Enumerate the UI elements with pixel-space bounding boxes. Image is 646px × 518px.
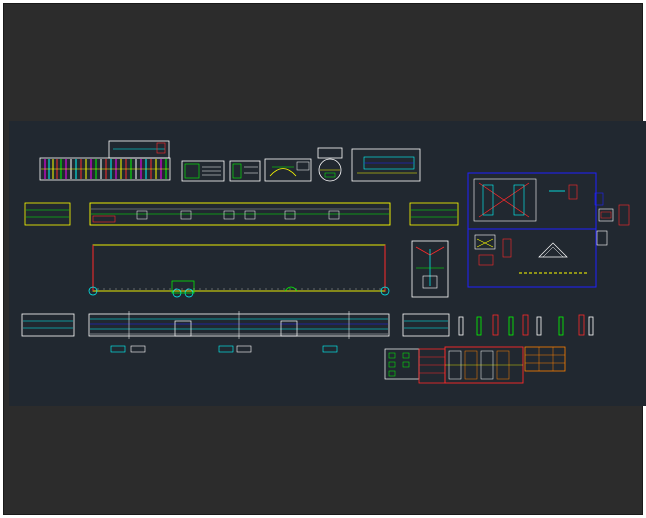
sheet-section-detail[interactable] — [411, 240, 449, 298]
drawing-viewport[interactable] — [9, 121, 646, 406]
sheet-floor-plan[interactable] — [88, 244, 390, 298]
sheet-legend-2[interactable] — [229, 160, 261, 182]
sheet-detail-arch[interactable] — [264, 158, 312, 182]
sheet-door-schedule[interactable] — [384, 346, 566, 384]
sheet-roof-plan[interactable] — [24, 202, 459, 226]
sheet-legend-1[interactable] — [181, 160, 225, 182]
sheet-circle-detail[interactable] — [318, 158, 342, 182]
sheet-symbol-box[interactable] — [317, 147, 343, 159]
sheet-column-details[interactable] — [458, 314, 594, 336]
cad-window — [3, 3, 646, 515]
sheet-color-strip[interactable] — [39, 157, 171, 181]
sheet-long-elevation[interactable] — [21, 311, 450, 353]
sheet-blue-frame-details[interactable] — [467, 172, 630, 288]
sheet-title-block[interactable] — [108, 140, 170, 159]
cad-drawing-canvas[interactable] — [9, 121, 646, 406]
sheet-small-elevation[interactable] — [351, 148, 421, 182]
